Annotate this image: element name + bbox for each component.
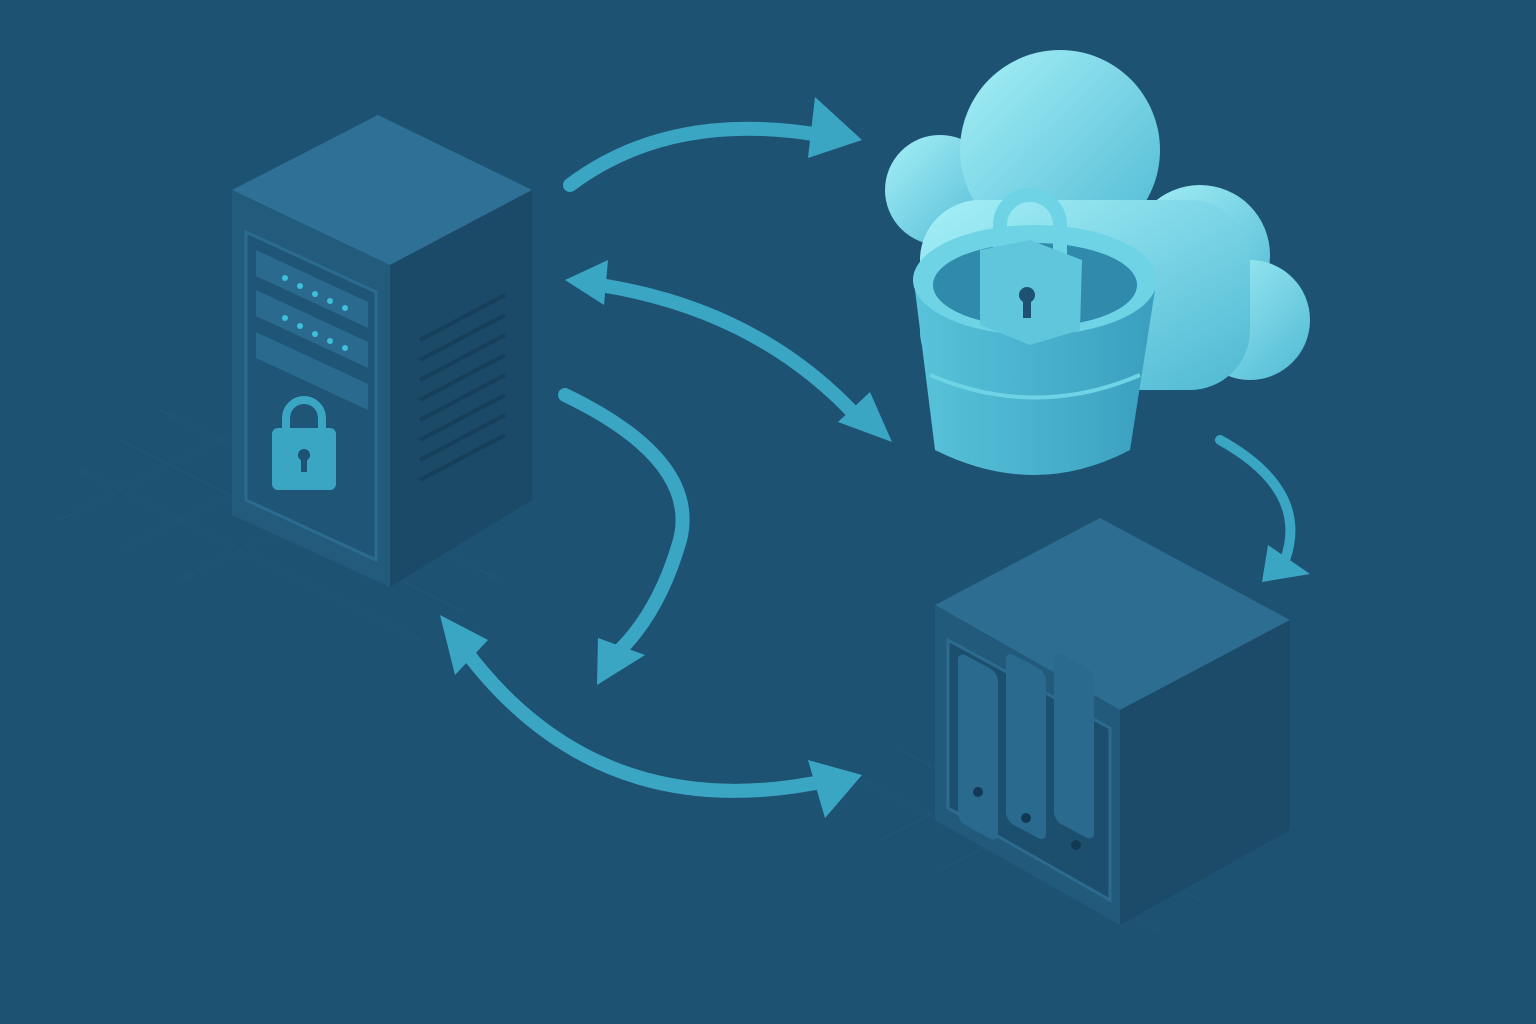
nas-device (935, 518, 1290, 925)
vent-slots (419, 293, 506, 482)
server-tower (232, 115, 532, 587)
arrow-server-nas-bidirectional (440, 615, 862, 818)
drive-bay-3 (1054, 653, 1094, 850)
arrow-cloud-to-nas (1215, 435, 1310, 582)
drive-bay-1 (958, 654, 998, 840)
cloud-storage-bucket (885, 50, 1310, 475)
padlock-icon (980, 188, 1082, 345)
drive-bays (256, 250, 368, 410)
arrow-server-cloud-bidirectional (565, 260, 892, 442)
status-leds (282, 275, 348, 351)
padlock-icon (272, 396, 336, 490)
arrow-server-to-cloud (563, 97, 862, 192)
drive-bay-2 (1006, 654, 1046, 839)
arrow-server-to-nas (558, 388, 690, 685)
connection-arrows (440, 97, 1310, 818)
